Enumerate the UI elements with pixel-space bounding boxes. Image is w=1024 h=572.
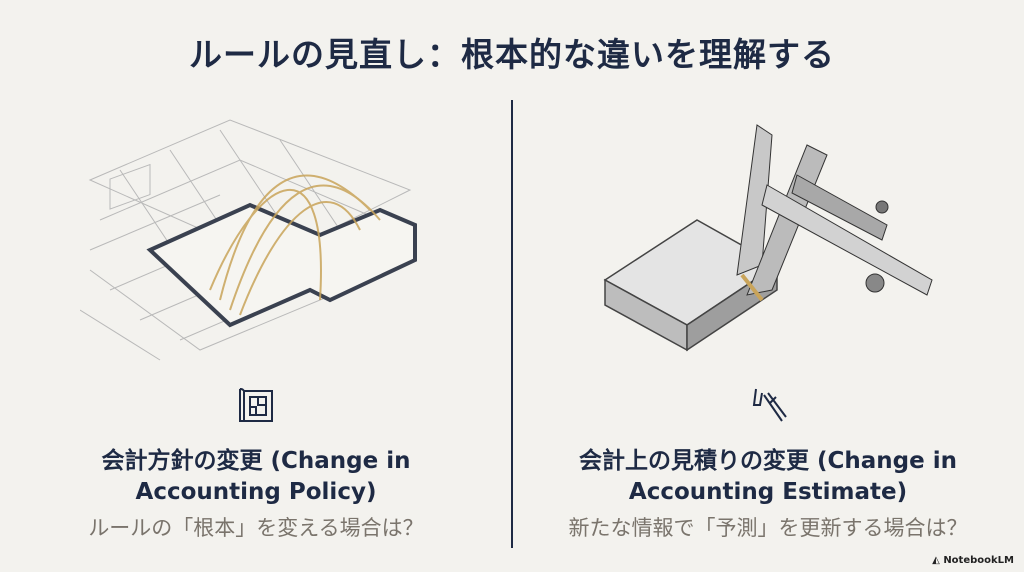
divider <box>511 100 513 548</box>
notebooklm-brand: ◭ NotebookLM <box>932 555 1014 566</box>
estimate-column: 会計上の見積りの変更 (Change in Accounting Estimat… <box>512 0 1024 572</box>
policy-heading-line1: 会計方針の変更 (Change in <box>101 448 411 474</box>
policy-heading: 会計方針の変更 (Change in Accounting Policy) <box>0 446 512 508</box>
blueprint-icon <box>239 387 273 422</box>
estimate-subtitle: 新たな情報で「予測」を更新する場合は？ <box>568 516 968 540</box>
brand-label: NotebookLM <box>943 555 1014 566</box>
estimate-heading: 会計上の見積りの変更 (Change in Accounting Estimat… <box>512 446 1024 508</box>
estimate-heading-line1: 会計上の見積りの変更 (Change in <box>579 448 957 474</box>
slide-title: ルールの見直し：根本的な違いを理解する <box>189 35 835 74</box>
policy-heading-line2: Accounting Policy) <box>135 479 377 505</box>
caliper-icon <box>752 388 787 422</box>
notebooklm-logo-icon: ◭ <box>932 555 944 566</box>
policy-subtitle: ルールの「根本」を変える場合は？ <box>88 516 424 540</box>
caliper-illustration <box>603 124 933 352</box>
floor-plan-illustration <box>80 119 417 361</box>
estimate-heading-line2: Accounting Estimate) <box>628 479 908 505</box>
policy-column: 会計方針の変更 (Change in Accounting Policy) ルー… <box>0 119 512 540</box>
